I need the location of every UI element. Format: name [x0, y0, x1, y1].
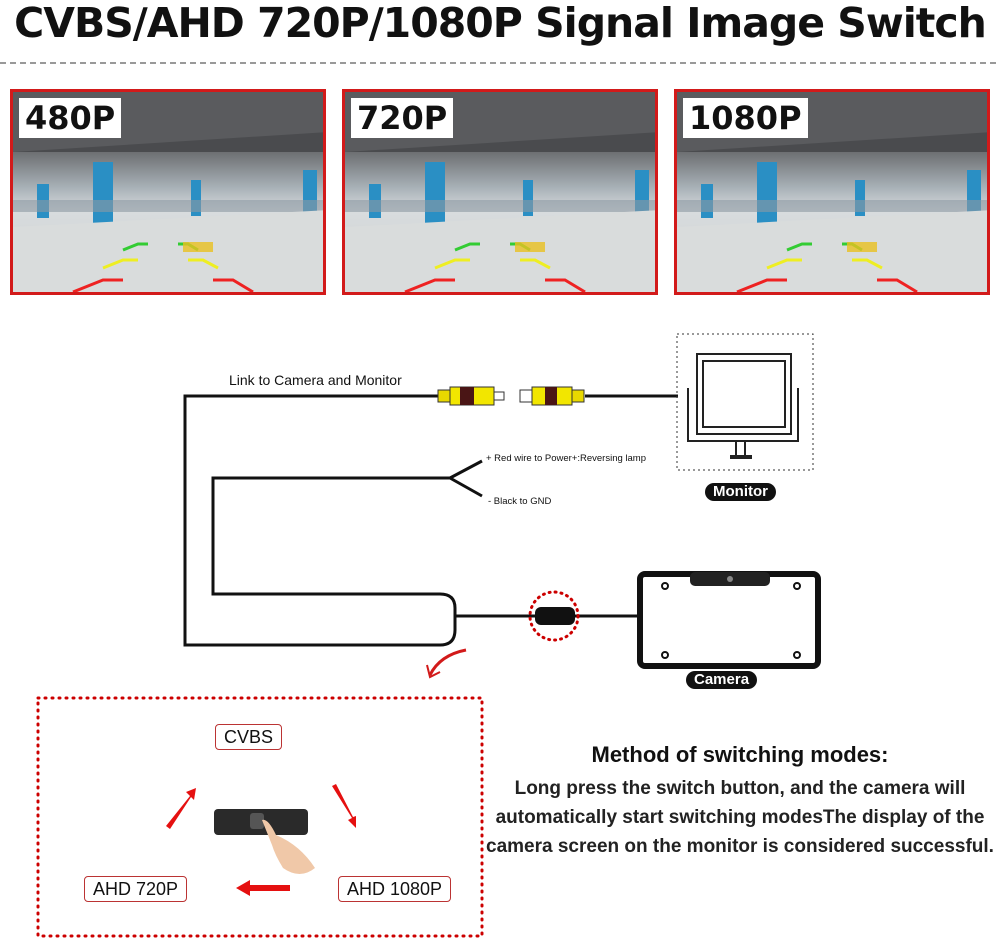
- divider: [0, 62, 1000, 64]
- preview-1080p: 1080P: [674, 89, 990, 295]
- method-heading: Method of switching modes:: [591, 742, 889, 767]
- resolution-label: 1080P: [683, 98, 808, 138]
- black-wire-label: - Black to GND: [488, 496, 552, 507]
- monitor-icon: [676, 333, 814, 471]
- method-section: Method of switching modes: Long press th…: [480, 742, 1000, 861]
- page-title: CVBS/AHD 720P/1080P Signal Image Switch: [14, 0, 987, 47]
- mode-box-border: [36, 696, 484, 938]
- mode-ahd-720p: AHD 720P: [84, 876, 188, 902]
- mode-ahd-1080p: AHD 1080P: [338, 876, 452, 902]
- preview-480p: 480P: [10, 89, 326, 295]
- switch-button-icon: [214, 809, 315, 874]
- resolution-label: 720P: [351, 98, 454, 138]
- camera-label: Camera: [686, 671, 758, 689]
- arrow-icon: [428, 648, 467, 676]
- link-label: Link to Camera and Monitor: [229, 372, 402, 388]
- mode-cvbs: CVBS: [215, 724, 283, 750]
- rca-male-connector-icon: [437, 386, 505, 406]
- preview-720p: 720P: [342, 89, 658, 295]
- switch-highlight: [528, 590, 580, 642]
- resolution-label: 480P: [19, 98, 122, 138]
- monitor-label: Monitor: [705, 483, 776, 501]
- method-text: Long press the switch button, and the ca…: [486, 778, 994, 857]
- red-wire-label: + Red wire to Power+:Reversing lamp: [486, 453, 646, 464]
- camera-license-frame-icon: [637, 571, 821, 669]
- cycle-arrows-icon: [166, 784, 356, 896]
- cable: [183, 394, 457, 647]
- rca-female-connector-icon: [519, 386, 585, 406]
